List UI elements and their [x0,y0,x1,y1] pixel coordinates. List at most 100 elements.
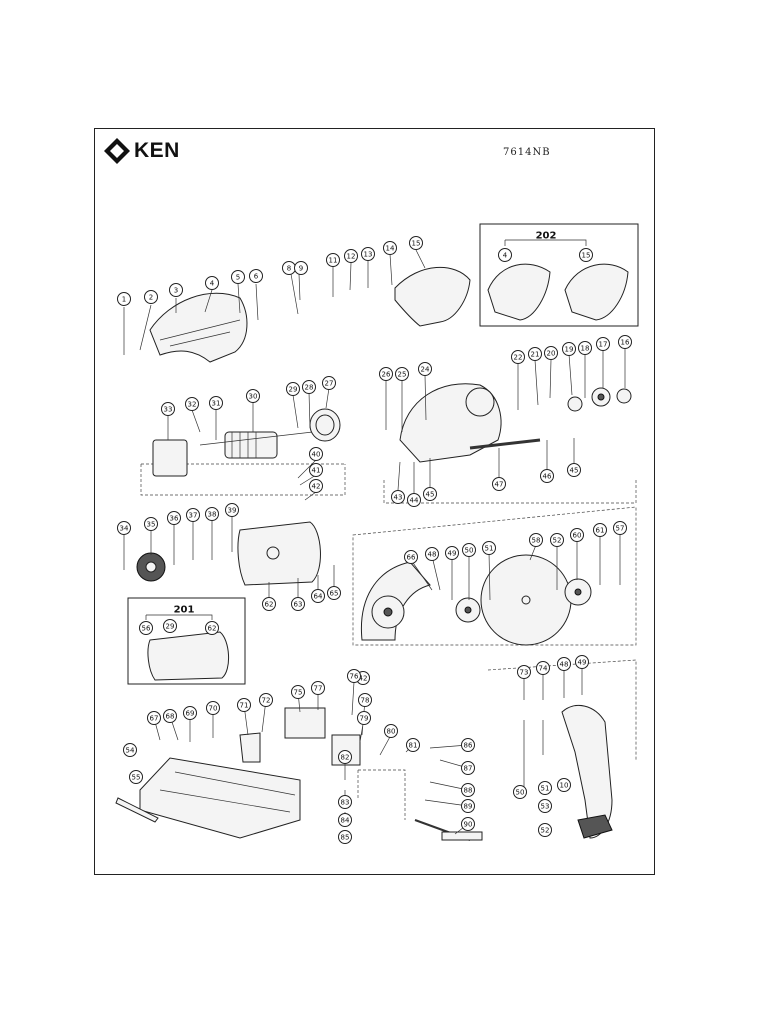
callout-9: 9 [294,261,308,275]
outer-flange [564,578,592,606]
svg-text:43: 43 [394,494,403,502]
svg-text:12: 12 [347,253,356,261]
svg-text:45: 45 [570,467,579,475]
callout-82: 82 [338,750,352,764]
callout-50: 50 [513,785,527,799]
callout-5: 5 [231,270,245,284]
callout-15: 15 [579,248,593,262]
wrench-68 [115,797,159,823]
cooling-fan [136,552,166,582]
svg-text:8: 8 [287,265,291,273]
svg-text:37: 37 [189,512,198,520]
svg-text:38: 38 [208,511,217,519]
callout-47: 47 [492,477,506,491]
svg-text:13: 13 [364,251,373,259]
svg-text:11: 11 [329,257,338,265]
svg-text:57: 57 [616,525,625,533]
callout-41: 41 [309,463,323,477]
callout-60: 60 [570,528,584,542]
callout-52: 52 [550,533,564,547]
callout-77: 77 [311,681,325,695]
callout-25: 25 [395,367,409,381]
motor-housing-top [394,267,471,327]
svg-text:16: 16 [621,339,630,347]
svg-text:86: 86 [464,742,473,750]
callout-29: 29 [286,382,300,396]
svg-text:32: 32 [188,401,197,409]
callout-71: 71 [237,698,251,712]
callout-88: 88 [461,783,475,797]
svg-text:89: 89 [464,803,473,811]
svg-text:4: 4 [503,252,508,260]
group-201-motor [147,631,229,681]
callout-49: 49 [445,546,459,560]
svg-text:52: 52 [553,537,562,545]
lower-blade-guard [360,561,431,641]
callout-51: 51 [538,781,552,795]
svg-text:67: 67 [150,715,159,723]
callout-61: 61 [593,523,607,537]
svg-text:30: 30 [249,393,258,401]
callout-45: 45 [423,487,437,501]
callout-17: 17 [596,337,610,351]
svg-text:54: 54 [126,747,135,755]
svg-text:4: 4 [210,280,215,288]
svg-text:72: 72 [262,697,271,705]
callout-73: 73 [517,665,531,679]
ken-logo [104,138,130,164]
callout-78: 78 [358,693,372,707]
svg-text:35: 35 [147,521,156,529]
dashed-region-handle [487,659,637,760]
callout-42: 42 [309,479,323,493]
callout-10: 10 [557,778,571,792]
callout-54: 54 [123,743,137,757]
svg-text:10: 10 [560,782,569,790]
svg-text:63: 63 [294,601,303,609]
callout-51: 51 [482,541,496,555]
callout-11: 11 [326,253,340,267]
svg-text:50: 50 [465,547,474,555]
svg-text:77: 77 [314,685,323,693]
callout-31: 31 [209,396,223,410]
svg-text:62: 62 [208,625,217,633]
callout-26: 26 [379,367,393,381]
callout-89: 89 [461,799,475,813]
callout-62: 62 [262,597,276,611]
fence-clamp [284,707,326,739]
callout-79: 79 [357,711,371,725]
svg-text:17: 17 [599,341,608,349]
callout-87: 87 [461,761,475,775]
callout-19: 19 [562,342,576,356]
callout-48: 48 [557,657,571,671]
callout-84: 84 [338,813,352,827]
svg-text:84: 84 [341,817,350,825]
handle-grip-54 [577,814,613,839]
callout-46: 46 [540,469,554,483]
motor-body [237,521,321,586]
svg-text:75: 75 [294,689,303,697]
svg-text:81: 81 [409,742,418,750]
svg-text:31: 31 [212,400,221,408]
callout-57: 57 [613,521,627,535]
callout-13: 13 [361,247,375,261]
callout-27: 27 [322,376,336,390]
inner-flange-58 [455,597,481,623]
callout-34: 34 [117,521,131,535]
callout-18: 18 [578,341,592,355]
callout-67: 67 [147,711,161,725]
callout-33: 33 [161,402,175,416]
spindle-shaft [469,438,541,450]
group-box-201: 201 [127,597,246,685]
callout-21: 21 [528,347,542,361]
svg-text:45: 45 [426,491,435,499]
svg-text:56: 56 [142,625,151,633]
svg-text:24: 24 [421,366,430,374]
svg-text:19: 19 [565,346,574,354]
group-label-201: 201 [174,605,195,616]
brand-name: KEN [134,139,180,162]
svg-text:71: 71 [240,702,249,710]
callout-53: 53 [538,799,552,813]
callout-6: 6 [249,269,263,283]
callout-40: 40 [309,447,323,461]
